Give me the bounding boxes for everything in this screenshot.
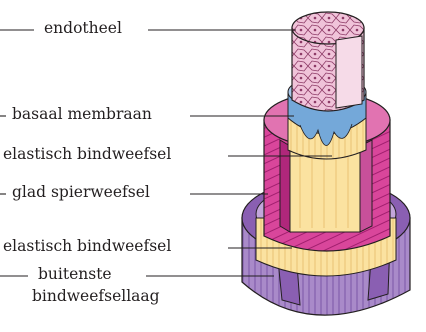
label-buitenste: buitenste bbox=[38, 265, 112, 284]
label-elastisch-bindweefsel-inner: elastisch bindweefsel bbox=[3, 145, 171, 164]
label-endotheel: endotheel bbox=[44, 19, 122, 38]
label-glad-spierweefsel: glad spierweefsel bbox=[12, 183, 150, 202]
endothelium-layer bbox=[292, 12, 364, 111]
label-basaal-membraan: basaal membraan bbox=[12, 105, 152, 124]
label-bindweefsellaag: bindweefsellaag bbox=[32, 287, 160, 306]
label-elastisch-bindweefsel-outer: elastisch bindweefsel bbox=[3, 237, 171, 256]
